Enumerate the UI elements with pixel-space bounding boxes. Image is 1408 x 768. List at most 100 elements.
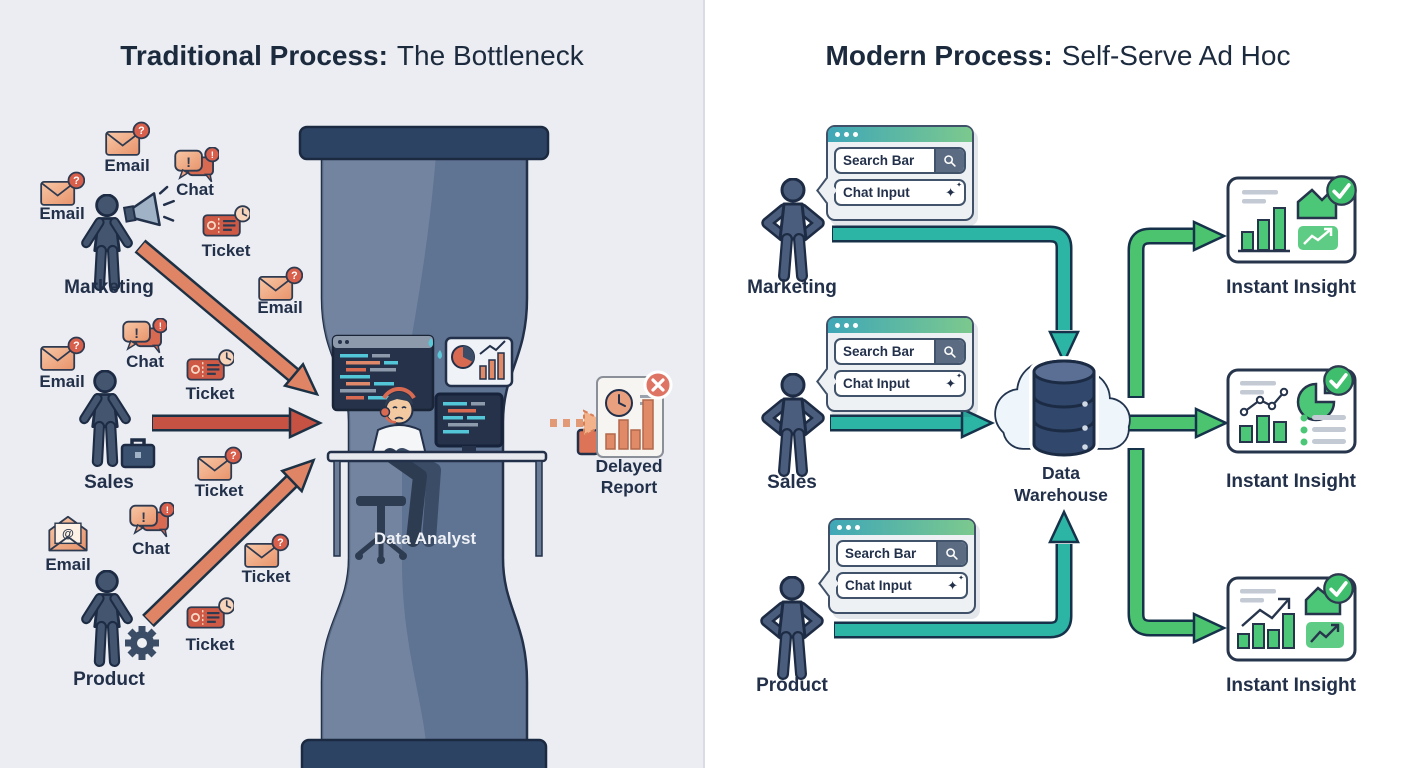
- search-icon[interactable]: [934, 340, 964, 363]
- marketing-person: [86, 195, 127, 285]
- product-label: Product: [756, 675, 828, 696]
- search-bar[interactable]: Search Bar: [836, 540, 968, 567]
- ticket-envelope-icon: [197, 446, 242, 481]
- instant-insight-label: Instant Insight: [1226, 471, 1356, 492]
- window-dot-icon: [853, 323, 858, 328]
- sweat-drop-icon: [428, 338, 433, 347]
- instant-insight-card: [1226, 174, 1358, 264]
- query-arrow-product: [834, 509, 1080, 639]
- error-badge-icon: [643, 370, 673, 400]
- insight-arrow-middle: [1128, 407, 1229, 439]
- window-titlebar: [830, 520, 974, 535]
- ticket-icon: [186, 597, 234, 629]
- delayed-report-line1: Delayed: [595, 456, 663, 476]
- chat-icon: [174, 147, 219, 183]
- ticket-icon: [202, 205, 250, 237]
- chat-input[interactable]: Chat Input ✦✦: [836, 572, 968, 599]
- sales-label: Sales: [84, 472, 134, 493]
- icon-label: Ticket: [185, 384, 235, 403]
- sales-person: [767, 374, 819, 471]
- search-icon[interactable]: [934, 149, 964, 172]
- window-dot-icon: [846, 525, 851, 530]
- email-icon: [258, 266, 303, 301]
- data-warehouse-label: Data Warehouse: [1014, 462, 1108, 506]
- traditional-title: Traditional Process: The Bottleneck: [120, 40, 583, 72]
- modern-title: Modern Process: Self-Serve Ad Hoc: [826, 40, 1291, 72]
- sparkle-icon: ✦✦: [945, 373, 962, 391]
- request-arrow-product: [142, 458, 316, 628]
- product-person: [766, 577, 818, 674]
- chat-icon: [129, 502, 174, 538]
- icon-label: Chat: [126, 352, 164, 371]
- chat-input-label: Chat Input: [843, 376, 910, 391]
- window-titlebar: [828, 318, 972, 333]
- warehouse-line2: Warehouse: [1014, 485, 1108, 505]
- window-dot-icon: [855, 525, 860, 530]
- email-icon: [40, 171, 85, 206]
- self-serve-window-sales: Search Bar Chat Input ✦✦: [816, 316, 974, 412]
- marketing-person: [767, 179, 819, 276]
- instant-insight-card: [1226, 364, 1357, 454]
- desk: [326, 450, 548, 557]
- modern-illustration: [704, 174, 1358, 768]
- modern-title-bold: Modern Process:: [825, 40, 1053, 71]
- instant-insight-label: Instant Insight: [1226, 675, 1356, 696]
- request-arrow-sales: [152, 407, 323, 439]
- icon-label: Email: [39, 372, 85, 391]
- data-warehouse-icon: [994, 356, 1131, 460]
- marketing-label: Marketing: [747, 277, 837, 298]
- ticket-icon: [186, 349, 234, 381]
- sweat-drop-icon: [437, 350, 442, 359]
- search-bar-label: Search Bar: [843, 344, 915, 359]
- office-chair-icon: [355, 496, 407, 564]
- warehouse-line1: Data: [1042, 463, 1080, 483]
- icon-label: Email: [45, 555, 91, 574]
- search-bar[interactable]: Search Bar: [834, 147, 966, 174]
- icon-label: Ticket: [241, 567, 291, 586]
- email-icon: [48, 515, 88, 552]
- sparkle-icon: ✦✦: [947, 575, 964, 593]
- window-dot-icon: [835, 132, 840, 137]
- traditional-illustration: ? @ ! !: [40, 121, 673, 768]
- modern-title-rest: Self-Serve Ad Hoc: [1061, 40, 1291, 71]
- window-dot-icon: [853, 132, 858, 137]
- megaphone-icon: [122, 185, 175, 227]
- insight-arrow-top: [1127, 220, 1227, 398]
- icon-label: Ticket: [194, 481, 244, 500]
- window-titlebar: [828, 127, 972, 142]
- chat-input[interactable]: Chat Input ✦✦: [834, 179, 966, 206]
- email-icon: [105, 121, 150, 156]
- sales-person: [84, 371, 125, 461]
- icon-label: Chat: [132, 539, 170, 558]
- delayed-report-card: [596, 370, 673, 458]
- chat-icon: [122, 318, 167, 354]
- chat-input-label: Chat Input: [843, 185, 910, 200]
- product-label: Product: [73, 669, 145, 690]
- window-dot-icon: [844, 323, 849, 328]
- window-dot-icon: [844, 132, 849, 137]
- headset-icon: [382, 387, 416, 400]
- search-bar[interactable]: Search Bar: [834, 338, 966, 365]
- chat-input[interactable]: Chat Input ✦✦: [834, 370, 966, 397]
- window-dot-icon: [835, 323, 840, 328]
- query-arrow-sales: [830, 407, 995, 439]
- chart-screen-icon: [444, 336, 514, 388]
- icon-label: Ticket: [185, 635, 235, 654]
- email-icon: [40, 336, 85, 371]
- self-serve-window-marketing: Search Bar Chat Input ✦✦: [816, 125, 974, 221]
- search-icon[interactable]: [936, 542, 966, 565]
- sparkle-icon: ✦✦: [945, 182, 962, 200]
- icon-label: Email: [104, 156, 150, 175]
- request-arrow-marketing: [134, 239, 320, 397]
- self-serve-window-product: Search Bar Chat Input ✦✦: [818, 518, 976, 614]
- icon-label: Chat: [176, 180, 214, 199]
- sales-label: Sales: [767, 472, 817, 493]
- panel-divider: [703, 0, 705, 768]
- data-analyst-label: Data Analyst: [373, 529, 477, 548]
- insight-arrow-bottom: [1127, 448, 1227, 644]
- ticket-envelope-icon: [244, 533, 289, 568]
- window-dot-icon: [837, 525, 842, 530]
- code-screen-icon: [331, 334, 435, 412]
- product-person: [86, 571, 127, 661]
